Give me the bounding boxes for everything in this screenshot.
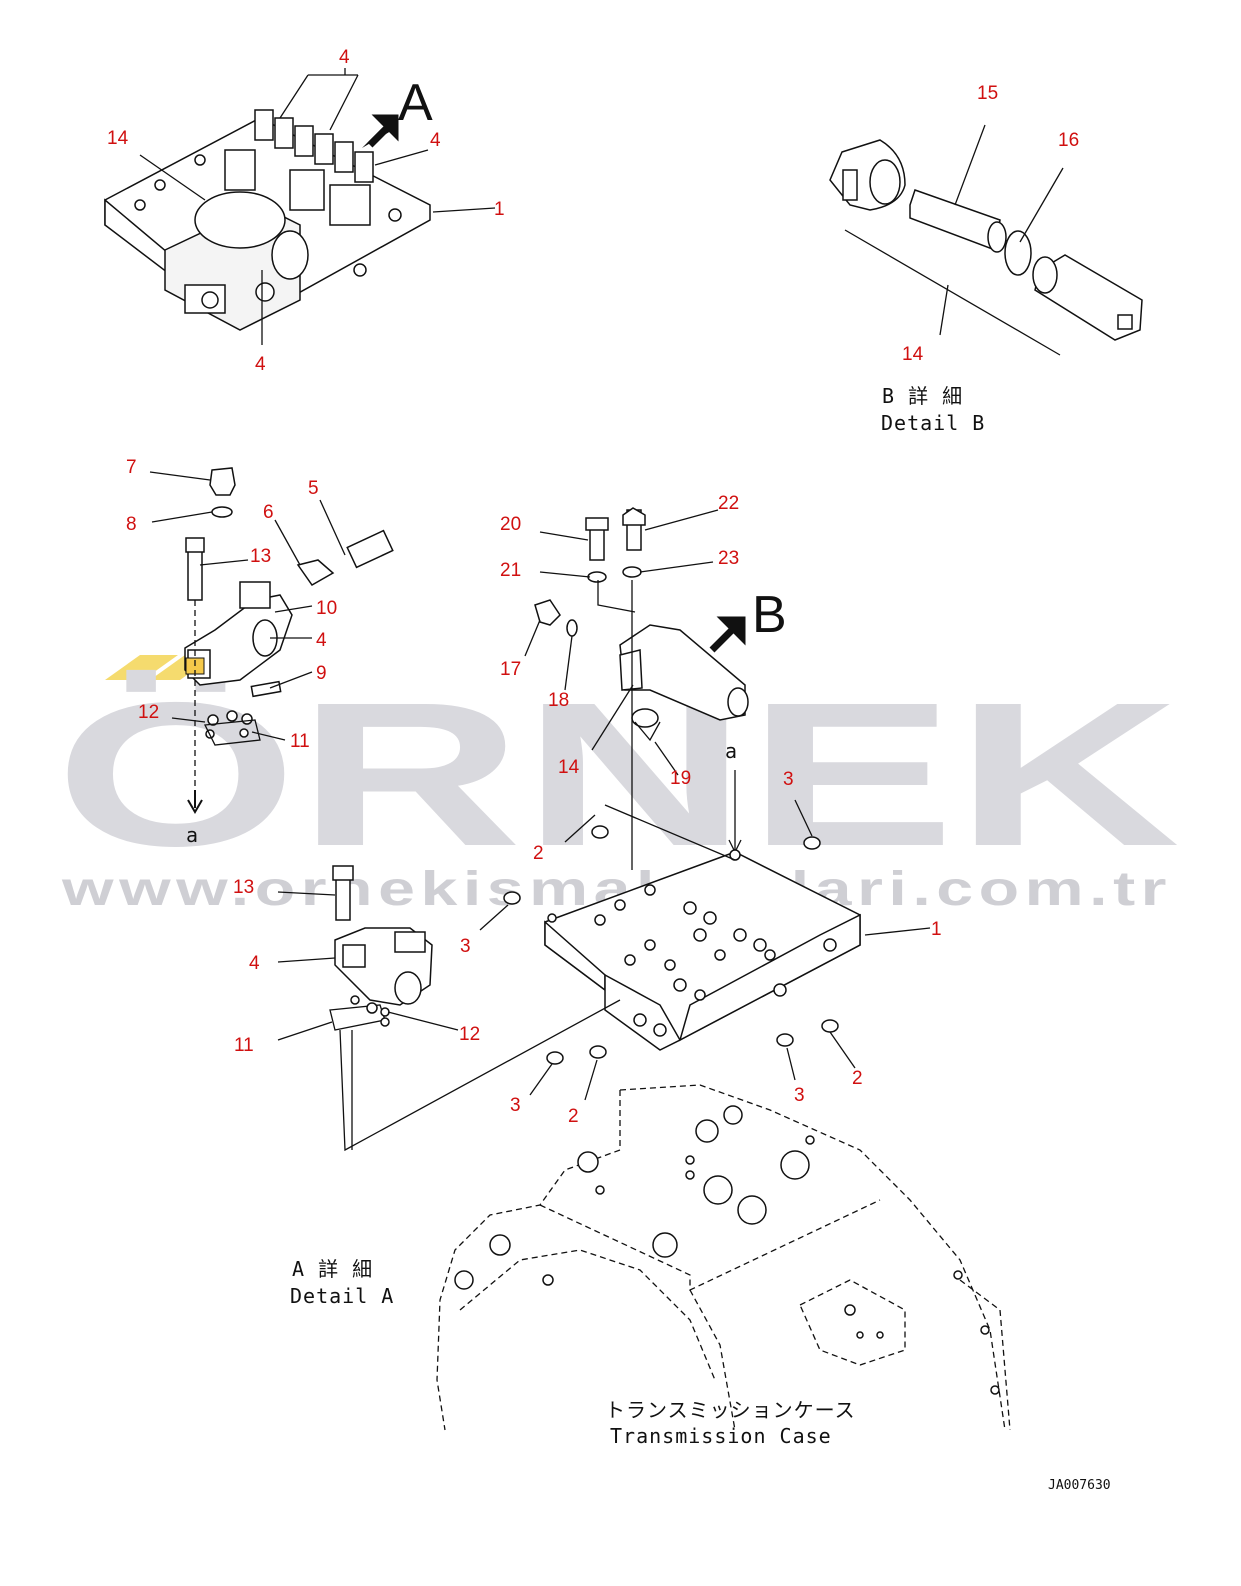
callout-10: 10 (316, 598, 337, 619)
callout-21: 21 (500, 560, 521, 581)
detail-a-leaders (149, 471, 346, 814)
callout-2: 2 (568, 1106, 579, 1127)
watermark: ÖRNEK www.ornekismakinalari.com.tr (55, 655, 1180, 916)
main-valve-plate (544, 849, 861, 1051)
callout-19: 19 (670, 768, 691, 789)
callout-17: 17 (500, 659, 521, 680)
callout-14: 14 (902, 344, 924, 365)
callout-3: 3 (510, 1095, 521, 1116)
callout-20: 20 (500, 514, 521, 535)
callout-1: 1 (931, 919, 942, 940)
callout-7: 7 (126, 457, 137, 478)
callout-23: 23 (718, 548, 739, 569)
detail-b-marker: B (752, 586, 787, 644)
detail-b-title-en: Detail B (881, 411, 985, 435)
arrow-b-icon (709, 616, 746, 653)
drawing-code: JA007630 (1048, 1478, 1111, 1493)
detail-b-leaders (844, 124, 1064, 356)
callout-1: 1 (494, 199, 505, 220)
detail-a-marker: A (398, 74, 433, 132)
case-title-en: Transmission Case (610, 1424, 832, 1448)
callout-4: 4 (249, 953, 260, 974)
callout-2: 2 (852, 1068, 863, 1089)
callout-3: 3 (460, 936, 471, 957)
filter-detail-b (829, 139, 1143, 341)
lower-solenoid (329, 865, 433, 1031)
callout-4: 4 (430, 130, 441, 151)
callout-13: 13 (250, 546, 271, 567)
watermark-brand: ÖRNEK (55, 660, 1180, 889)
callout-3: 3 (794, 1085, 805, 1106)
callout-11: 11 (234, 1035, 254, 1056)
callout-14: 14 (558, 757, 580, 778)
lower-leaders (277, 891, 621, 1152)
callout-12: 12 (138, 702, 159, 723)
callout-14: 14 (107, 128, 129, 149)
callout-13: 13 (233, 877, 254, 898)
plugs (503, 825, 839, 1065)
callout-4: 4 (255, 354, 266, 375)
callout-3: 3 (783, 769, 794, 790)
callout-6: 6 (263, 502, 274, 523)
arrow-a-pointer (367, 114, 399, 148)
detail-a-title-jp: A 詳 細 (292, 1257, 373, 1281)
callout-16: 16 (1058, 130, 1079, 151)
top-valve-assembly: A (104, 74, 433, 331)
callout-2: 2 (533, 843, 544, 864)
callout-4: 4 (316, 630, 327, 651)
transmission-case (436, 1084, 1011, 1431)
reference-a: a (186, 823, 199, 847)
detail-b-title-jp: B 詳 細 (882, 384, 963, 408)
callout-15: 15 (977, 83, 998, 104)
callout-11: 11 (290, 731, 310, 752)
callout-12: 12 (459, 1024, 480, 1045)
top-leaders (139, 68, 496, 345)
callout-5: 5 (308, 478, 319, 499)
callout-8: 8 (126, 514, 137, 535)
reference-a: a (725, 739, 738, 763)
detail-a-parts (184, 467, 394, 746)
callout-22: 22 (718, 493, 739, 514)
center-leaders (524, 509, 742, 870)
plate-leaders (479, 799, 931, 1101)
callout-4: 4 (339, 47, 350, 68)
case-title-jp: トランスミッションケース (605, 1398, 856, 1422)
callout-9: 9 (316, 663, 327, 684)
watermark-logo-accent (105, 655, 178, 680)
detail-a-title-en: Detail A (290, 1284, 394, 1308)
callout-18: 18 (548, 690, 569, 711)
